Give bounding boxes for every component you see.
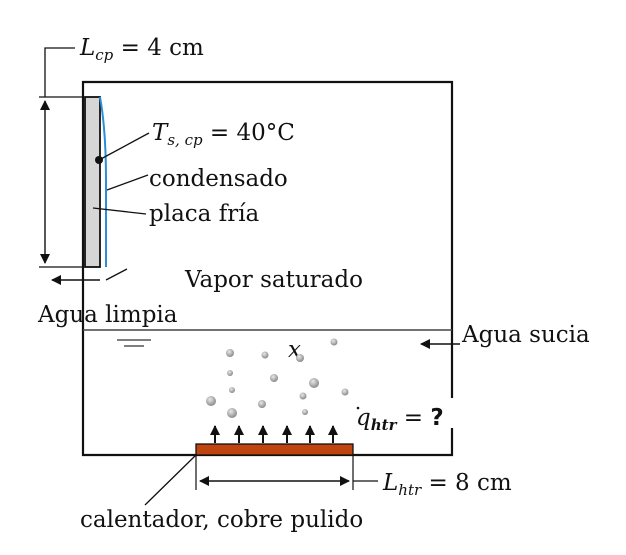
calentador-label: calentador, cobre pulido bbox=[80, 507, 363, 533]
bubble bbox=[226, 349, 234, 357]
bubble bbox=[227, 408, 237, 418]
agua-sucia-label: Agua sucia bbox=[461, 322, 590, 348]
agua-limpia-label: Agua limpia bbox=[37, 302, 178, 328]
drain-spout bbox=[105, 268, 128, 281]
bubble bbox=[296, 354, 304, 362]
q-label: qhtr = ? bbox=[356, 405, 444, 434]
bubble bbox=[261, 351, 269, 359]
ts-leader bbox=[98, 132, 150, 161]
bubble bbox=[309, 378, 319, 388]
heat-flux-arrows bbox=[210, 425, 338, 443]
bubbles bbox=[206, 338, 349, 418]
bubble bbox=[258, 400, 266, 408]
bubble bbox=[302, 409, 308, 415]
calentador-leader bbox=[144, 454, 197, 506]
tank-gap bbox=[445, 398, 459, 428]
condensado-label: condensado bbox=[149, 166, 288, 192]
lhtr-label: Lhtr = 8 cm bbox=[382, 470, 512, 499]
bubble bbox=[299, 392, 307, 400]
lcp-leader bbox=[44, 47, 75, 97]
ts-label: Ts, cp = 40°C bbox=[152, 120, 295, 149]
bubble bbox=[229, 387, 235, 393]
bubble bbox=[330, 338, 338, 346]
placa-leader bbox=[92, 207, 147, 215]
q-dot bbox=[356, 406, 360, 410]
bubble bbox=[270, 374, 278, 382]
bubble bbox=[206, 396, 216, 406]
condensado-leader bbox=[106, 174, 149, 191]
lcp-label: Lcp = 4 cm bbox=[79, 35, 204, 64]
vapor-label: Vapor saturado bbox=[184, 267, 363, 293]
bubble bbox=[227, 370, 233, 376]
cold-plate bbox=[84, 96, 101, 268]
bubble bbox=[341, 388, 349, 396]
heater bbox=[195, 443, 354, 456]
condensate-film bbox=[99, 96, 107, 267]
placa-label: placa fría bbox=[149, 201, 260, 227]
